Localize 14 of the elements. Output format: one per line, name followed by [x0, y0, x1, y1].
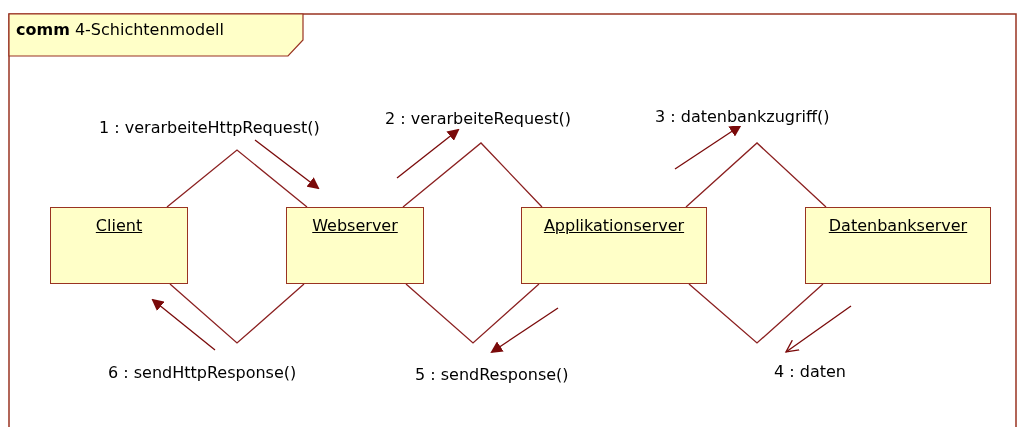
object-box: Client	[50, 207, 188, 284]
link-line	[166, 149, 308, 208]
link-line	[169, 283, 305, 344]
link-line	[688, 283, 824, 344]
message-label: 3 : datenbankzugriff()	[653, 107, 832, 126]
link-line	[685, 142, 827, 208]
message-label: 1 : verarbeiteHttpRequest()	[97, 118, 322, 137]
message-label: 5 : sendResponse()	[413, 365, 571, 384]
object-box: Webserver	[286, 207, 424, 284]
link-line	[405, 283, 540, 344]
frame-title: comm 4-Schichtenmodell	[16, 20, 224, 39]
object-box: Datenbankserver	[805, 207, 991, 284]
object-box: Applikationserver	[521, 207, 707, 284]
link-line	[402, 142, 543, 208]
